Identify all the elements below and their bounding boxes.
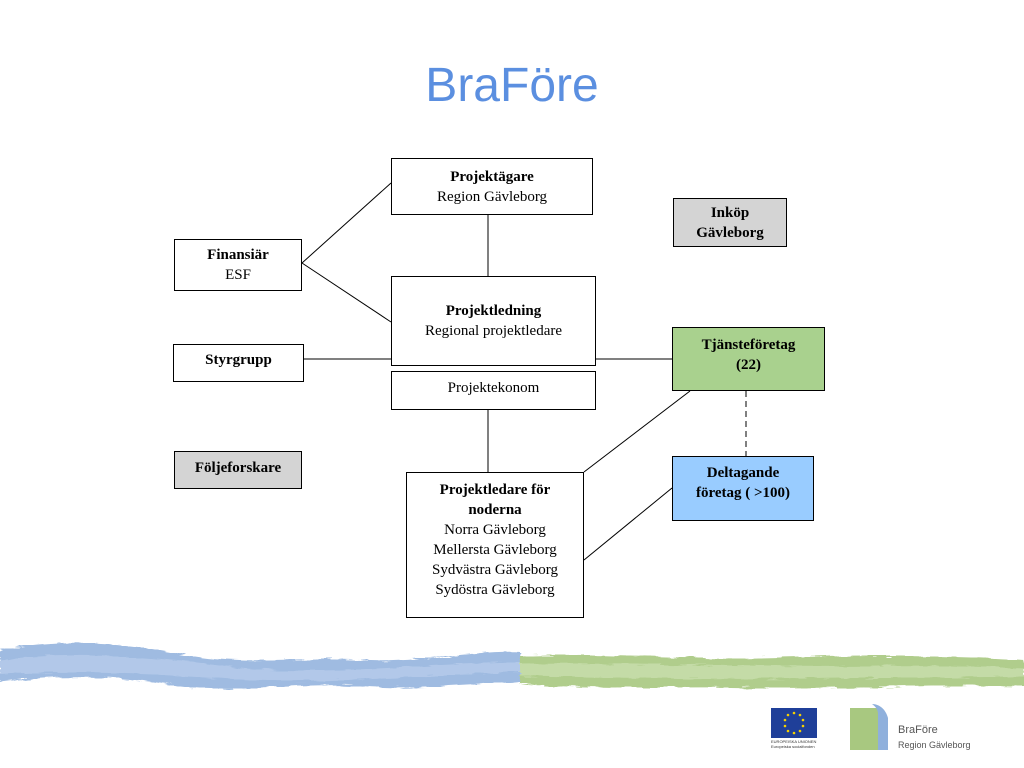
box-foljeforskare-title: Följeforskare xyxy=(194,460,282,476)
box-noder-title2: noderna xyxy=(468,502,522,518)
eu-flag-icon xyxy=(771,708,817,738)
box-deltagande: Deltagande företag ( >100) xyxy=(672,456,814,521)
box-projektledning: Projektledning Regional projektledare xyxy=(391,276,596,366)
box-noder-title1: Projektledare för xyxy=(439,482,551,498)
brafore-logo-icon xyxy=(850,704,888,750)
box-tjanste-line2: (22) xyxy=(736,357,761,373)
box-foljeforskare: Följeforskare xyxy=(174,451,302,489)
decorative-wave-band xyxy=(0,642,1024,689)
box-finansiar: Finansiär ESF xyxy=(174,239,302,291)
box-inkop-line2: Gävleborg xyxy=(696,224,764,241)
eu-text-1: EUROPEISKA UNIONEN xyxy=(771,739,816,744)
box-projektagare: Projektägare Region Gävleborg xyxy=(391,158,593,215)
box-inkop: Inköp Gävleborg xyxy=(673,198,787,247)
line-finansiar-projektledning xyxy=(301,262,392,323)
box-styrgrupp: Styrgrupp xyxy=(173,344,304,382)
line-noder-tjanste xyxy=(583,390,691,473)
brand-sub: Region Gävleborg xyxy=(898,740,971,750)
brand-name: BraFöre xyxy=(898,724,938,736)
box-styrgrupp-title: Styrgrupp xyxy=(205,352,272,368)
box-projektekonom-title: Projektekonom xyxy=(447,380,540,396)
box-finansiar-sub: ESF xyxy=(225,267,251,283)
box-noder-item: Sydvästra Gävleborg xyxy=(432,562,558,578)
eu-text-2: Europeiska socialfonden xyxy=(771,744,815,749)
box-noder-item: Sydöstra Gävleborg xyxy=(435,582,555,598)
box-tjanste-line1: Tjänsteföretag xyxy=(701,337,796,353)
page-title: BraFöre xyxy=(425,59,599,112)
box-deltagande-line2: företag ( >100) xyxy=(695,485,791,501)
box-inkop-line1: Inköp xyxy=(710,204,750,221)
box-tjansteforetag: Tjänsteföretag (22) xyxy=(672,327,825,391)
wave-blue-light xyxy=(0,655,520,682)
box-deltagande-line1: Deltagande xyxy=(706,465,780,481)
box-projektekonom: Projektekonom xyxy=(391,371,596,410)
line-noder-deltagande xyxy=(583,487,673,561)
footer-logos: EUROPEISKA UNIONEN Europeiska socialfond… xyxy=(771,704,971,750)
wave-green-light xyxy=(520,663,1024,679)
box-noder: Projektledare för noderna Norra Gävlebor… xyxy=(406,472,584,618)
box-projektagare-title: Projektägare xyxy=(450,168,534,185)
box-finansiar-title: Finansiär xyxy=(207,247,269,263)
box-noder-item: Norra Gävleborg xyxy=(444,522,546,538)
box-projektagare-sub: Region Gävleborg xyxy=(436,188,548,205)
box-projektledning-sub: Regional projektledare xyxy=(424,323,563,339)
box-noder-item: Mellersta Gävleborg xyxy=(433,542,557,558)
box-projektledning-title: Projektledning xyxy=(445,303,542,319)
line-finansiar-projektagare xyxy=(301,182,392,264)
